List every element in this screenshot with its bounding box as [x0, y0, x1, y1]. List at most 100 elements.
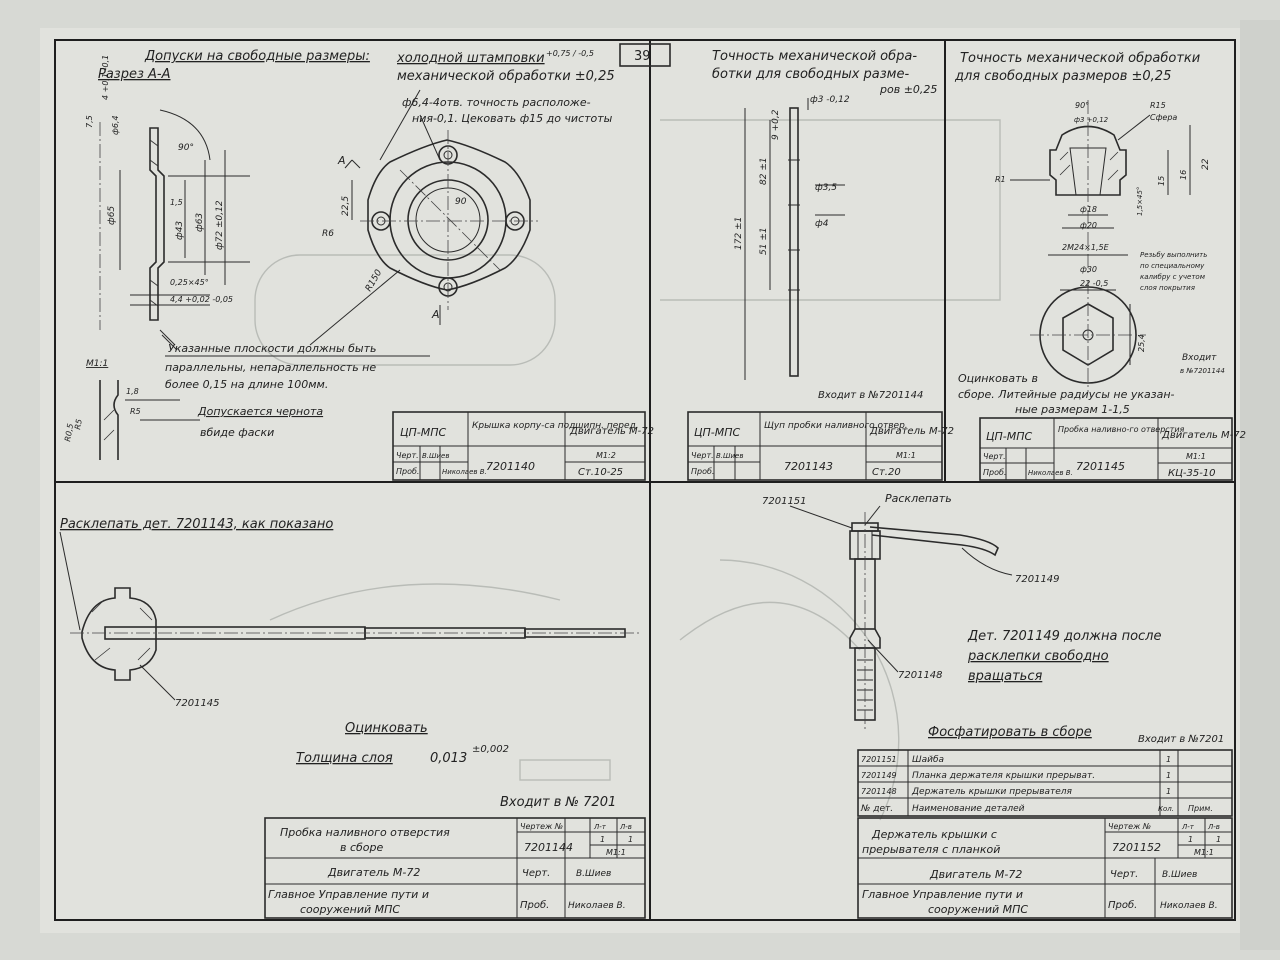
bom-header-name: Наименование деталей: [912, 804, 1025, 814]
dim-chamfer: 0,25×45°: [170, 278, 209, 287]
tm-dim-d4: ф4: [815, 219, 829, 229]
tb4-org-2: сооружений МПС: [300, 903, 400, 916]
tr-dim-90deg: 90°: [1075, 101, 1089, 110]
dim-r0-5: R0,5: [63, 423, 75, 443]
flatness-note-3: более 0,15 на длине 100мм.: [165, 378, 328, 391]
tr-dim-22: 22: [1201, 158, 1211, 170]
tb5-engine: Двигатель М-72: [929, 868, 1022, 881]
tr-dim-15: 15: [1157, 176, 1166, 186]
tb5-sheet-value: 1: [1188, 835, 1193, 844]
tr-sphere: Сфера: [1150, 113, 1177, 122]
dim-d65: ф65: [107, 206, 117, 225]
tb4-org-1: Главное Управление пути и: [268, 888, 429, 901]
tb5-assembly-name-1: Держатель крышки с: [871, 828, 997, 841]
bom-row-3-name: Держатель крышки прерывателя: [911, 787, 1073, 797]
tr-dim-thread: 2М24×1,5Е: [1062, 243, 1110, 252]
tr-title-2: для свободных размеров ±0,25: [954, 69, 1171, 84]
section-label: Разрез А-А: [98, 67, 171, 82]
br-phosphate-note: Фосфатировать в сборе: [928, 725, 1092, 740]
tm-dim-d3: ф3 -0,12: [810, 95, 850, 105]
dim-7-5: 7,5: [85, 115, 94, 128]
dim-1-8: 1,8: [126, 387, 139, 396]
tm-title-2: ботки для свободных разме-: [712, 67, 909, 82]
tb5-drawn-label: Черт.: [1110, 869, 1138, 880]
tb2-part-number: 7201143: [784, 460, 833, 473]
tb3-scale: М1:1: [1186, 452, 1206, 461]
holder-assembly-drawing: [849, 512, 1013, 730]
sheet-number: 39: [634, 49, 651, 64]
dim-4-4: 4,4 +0,02 -0,05: [170, 295, 233, 304]
tb4-scale: М1:1: [606, 848, 626, 857]
detail-chamfer: [99, 380, 200, 460]
bom-row-2-number: 7201149: [861, 771, 897, 780]
tr-dim-d30: ф30: [1080, 265, 1097, 274]
tb5-org-2: сооружений МПС: [928, 903, 1028, 916]
tr-dim-22: 22 -0,5: [1080, 279, 1108, 288]
tb1-part-name: Крышка корпу-са подшипн. перед.: [472, 421, 639, 431]
tb5-scale: М1:1: [1194, 848, 1214, 857]
tr-zinc-note-3: ные размерам 1-1,5: [1015, 403, 1130, 416]
tr-dim-chamfer: 1,5×45°: [1136, 187, 1144, 216]
dim-r6: R6: [322, 229, 334, 239]
tr-thread-note-1: Резьбу выполнить: [1140, 251, 1207, 259]
dim-4: 4 +0,1 -0,1: [101, 55, 110, 100]
br-rotate-note-2: расклепки свободно: [967, 649, 1109, 664]
tr-enters-note-2: в №7201144: [1180, 367, 1225, 375]
tb5-sheets-label: Л-в: [1207, 823, 1220, 831]
filler-plug-section: [1010, 100, 1191, 392]
section-view: [99, 109, 250, 351]
tolerance-stamping: холодной штамповки: [396, 51, 545, 66]
tb4-drawn-by: В.Шиев: [576, 869, 611, 879]
tr-zinc-note-2: сборе. Литейные радиусы не указан-: [958, 388, 1175, 401]
bl-callout: 7201145: [175, 698, 220, 709]
scale-label: М1:1: [86, 359, 108, 369]
title-block-7201140: [392, 411, 646, 481]
tb3-checked-by: Николаев В.: [1028, 469, 1073, 477]
br-rotate-note-1: Дет. 7201149 должна после: [967, 629, 1162, 644]
tb1-material: Ст.10-25: [578, 467, 623, 478]
cut-label-a-bottom: А: [431, 308, 440, 321]
tr-dim-r1: R1: [995, 175, 1006, 184]
bom-table: [857, 749, 1233, 817]
blackness-note-1: Допускается чернота: [197, 405, 323, 418]
bom-row-1-number: 7201151: [861, 755, 897, 764]
tb3-material: КЦ-35-10: [1168, 468, 1216, 479]
tb5-drawing-no: 7201152: [1112, 841, 1161, 854]
tr-enters-note-1: Входит: [1182, 353, 1217, 363]
tr-dim-d18: ф18: [1080, 205, 1097, 214]
tb4-drawn-label: Черт.: [522, 868, 550, 879]
tb3-part-name: Пробка наливно-го отверстия: [1058, 425, 1185, 434]
tb5-checked-by: Николаев В.: [1160, 901, 1218, 911]
br-callout-bar: 7201149: [1015, 574, 1060, 585]
tb5-checked-label: Проб.: [1108, 899, 1137, 911]
cut-label-a-top: А: [337, 154, 346, 167]
tr-dim-25-4: 25,4: [1137, 334, 1146, 352]
tolerance-stamping-value: +0,75 / -0,5: [546, 49, 594, 58]
bom-row-2-name: Планка держателя крышки прерыват.: [912, 771, 1095, 781]
bom-row-1-name: Шайба: [912, 755, 944, 765]
tb2-org: ЦП-МПС: [694, 426, 741, 439]
tr-dim-16: 16: [1179, 170, 1188, 180]
tm-dim-d3-5: ф3,5: [815, 183, 837, 193]
bom-row-3-qty: 1: [1166, 787, 1171, 796]
tb4-sheets-value: 1: [628, 835, 633, 844]
page-edge: [1240, 20, 1280, 950]
br-callout-holder: 7201148: [898, 670, 943, 681]
tb5-drawn-by: В.Шиев: [1162, 870, 1197, 880]
plug-assembly-drawing: [70, 587, 640, 701]
tolerance-machining: механической обработки ±0,25: [397, 69, 615, 84]
tm-dim-82: 82 ±1: [759, 157, 769, 185]
tr-thread-note-2: по специальному: [1140, 262, 1205, 270]
tb2-scale: М1:1: [896, 451, 916, 460]
dim-d72: ф72 ±0,12: [215, 200, 225, 250]
br-rotate-note-3: вращаться: [968, 669, 1042, 684]
tb4-engine: Двигатель М-72: [327, 866, 420, 879]
tb5-assembly-name-2: прерывателя с планкой: [862, 843, 1000, 856]
tb3-part-number: 7201145: [1076, 460, 1125, 473]
tb3-drawn-label: Черт.: [983, 452, 1006, 461]
bom-row-2-qty: 1: [1166, 771, 1171, 780]
tb2-engine: Двигатель М-72: [869, 426, 954, 437]
tb4-sheet-value: 1: [600, 835, 605, 844]
tb1-part-number: 7201140: [486, 460, 535, 473]
